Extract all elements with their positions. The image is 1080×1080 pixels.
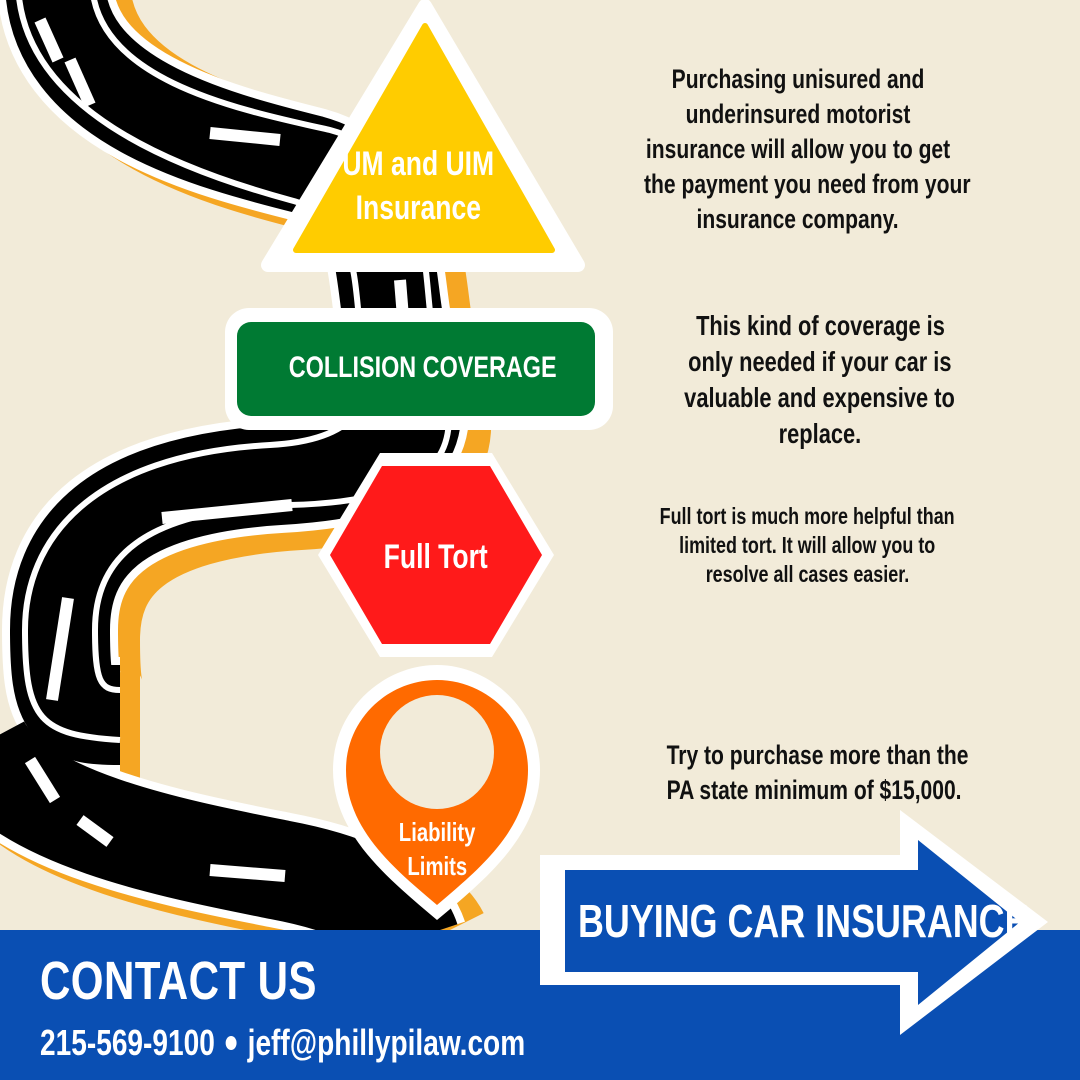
email-address[interactable]: jeff@phillypilaw.com xyxy=(247,1022,526,1063)
full-tort-description: Full tort is much more helpful than limi… xyxy=(659,503,955,587)
contact-us-heading: CONTACT US xyxy=(40,951,317,1011)
um-uim-sign-label: UM and UIM Insurance xyxy=(342,145,494,227)
um-uim-description: Purchasing unisured and underinsured mot… xyxy=(644,64,971,234)
separator-dot-icon xyxy=(225,1035,237,1050)
buying-car-insurance-title: BUYING CAR INSURANCE xyxy=(578,895,1029,947)
contact-details: 215-569-9100 jeff@phillypilaw.com xyxy=(40,1022,662,1064)
phone-number[interactable]: 215-569-9100 xyxy=(40,1022,215,1063)
liability-sign-label: Liability Limits xyxy=(398,817,476,881)
road-sign-icon xyxy=(237,322,595,416)
liability-description: Try to purchase more than the PA state m… xyxy=(666,740,969,805)
collision-sign-label: COLLISION COVERAGE xyxy=(289,351,557,384)
collision-description: This kind of coverage is only needed if … xyxy=(684,310,956,449)
full-tort-sign-label: Full Tort xyxy=(383,538,489,576)
